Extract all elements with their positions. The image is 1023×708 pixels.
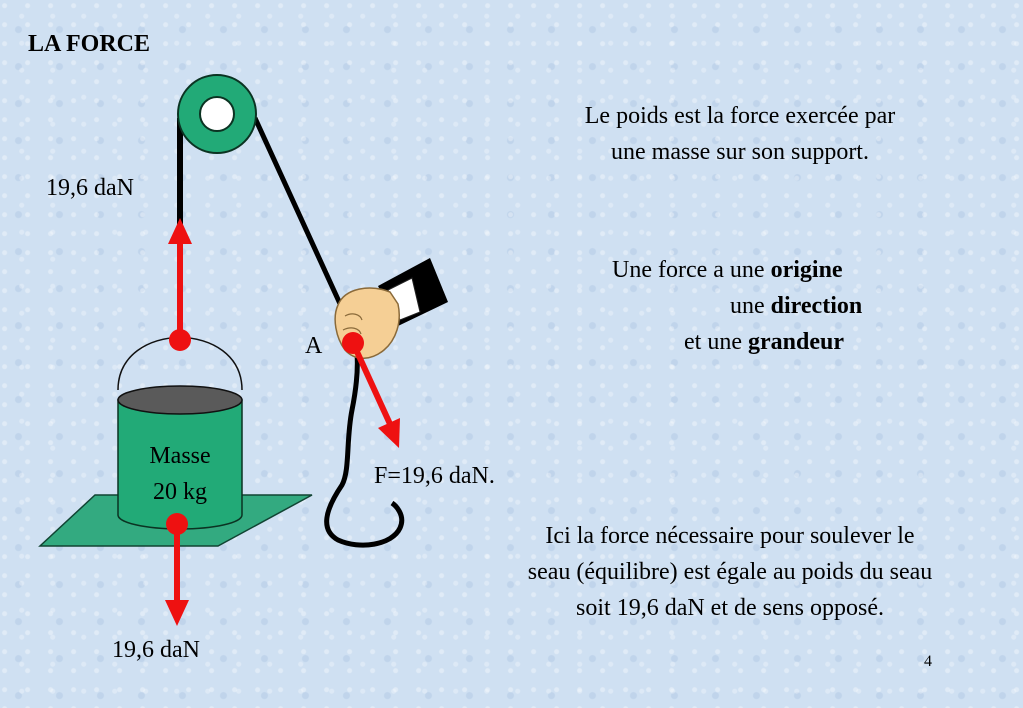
bottom-force-label: 19,6 daN <box>112 637 200 663</box>
explanation-line-3: soit 19,6 daN et de sens opposé. <box>576 595 884 621</box>
point-a-label: A <box>305 333 323 359</box>
explanation-text: Ici la force nécessaire pour soulever le… <box>450 518 1010 626</box>
mass-label-line-1: Masse <box>149 443 211 469</box>
property-direction-keyword: direction <box>770 293 863 319</box>
page-number: 4 <box>924 653 932 670</box>
rope-right <box>252 116 405 548</box>
property-origin-keyword: origine <box>770 257 843 283</box>
pull-force-label: F=19,6 daN. <box>374 463 495 489</box>
force-arrow-pull <box>342 332 400 448</box>
property-magnitude: et une grandeur <box>684 324 844 360</box>
page-title: LA FORCE <box>28 31 151 57</box>
force-arrow-bottom <box>165 513 189 626</box>
definition-line-1: Le poids est la force exercée par <box>584 103 896 129</box>
mass-label-line-2: 20 kg <box>153 479 207 505</box>
property-magnitude-prefix: et une <box>684 329 748 355</box>
explanation-line-1: Ici la force nécessaire pour soulever le <box>545 523 915 549</box>
property-origin: Une force a une origine <box>612 252 843 288</box>
property-direction: une direction <box>730 288 862 324</box>
property-magnitude-keyword: grandeur <box>747 329 844 355</box>
top-force-label: 19,6 daN <box>46 175 134 201</box>
mass-label: Masse 20 kg <box>118 438 242 510</box>
property-origin-prefix: Une force a une <box>612 257 771 283</box>
pulley-icon <box>177 74 257 154</box>
property-direction-prefix: une <box>730 293 771 319</box>
definition-text: Le poids est la force exercée par une ma… <box>500 98 980 170</box>
explanation-line-2: seau (équilibre) est égale au poids du s… <box>527 559 933 585</box>
force-arrow-top <box>168 218 192 351</box>
definition-line-2: une masse sur son support. <box>611 139 869 165</box>
